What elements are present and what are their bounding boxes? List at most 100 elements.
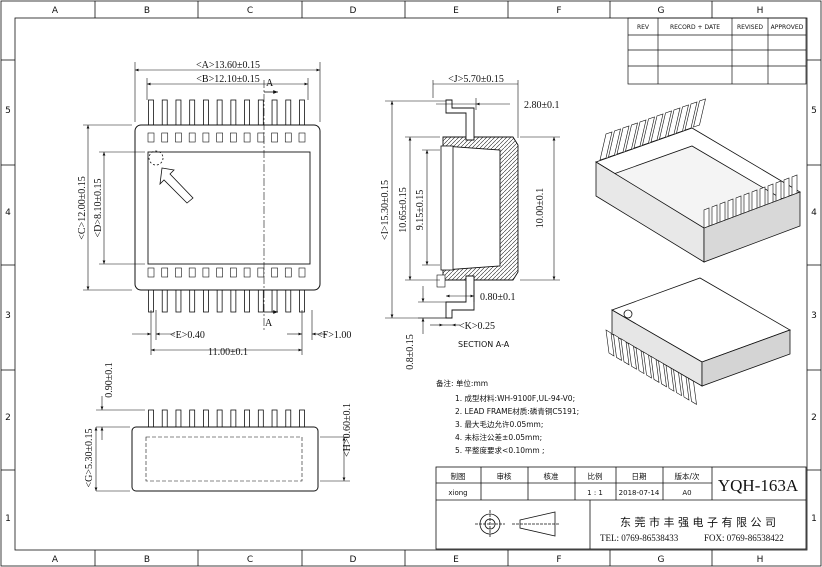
col-label-bottom: A (52, 555, 59, 565)
pad (298, 132, 306, 143)
dim-280: 2.80±0.1 (524, 100, 560, 111)
pin (161, 99, 168, 126)
pad (271, 132, 278, 143)
top-view-inner (147, 151, 311, 265)
pad (284, 132, 292, 143)
dim-1065: 10.65±0.15 (398, 187, 409, 233)
note-2: 2. LEAD FRAME材质:磷青铜C5191; (455, 406, 579, 416)
section-mark-top: A (266, 78, 274, 89)
company-tel: TEL: 0769-86538433 (600, 533, 679, 543)
col-label-top: F (556, 6, 561, 16)
pin (676, 104, 689, 134)
record-date-header: RECORD + DATE (670, 24, 720, 31)
pin (230, 99, 237, 126)
pin (244, 99, 250, 126)
pin (791, 174, 798, 196)
title-block-header: 版本/次 (674, 471, 700, 481)
revision-table (627, 17, 807, 85)
pin (775, 180, 782, 202)
pin (599, 131, 613, 161)
pin (711, 204, 718, 226)
pin (642, 116, 655, 146)
title-block-value: 1 : 1 (587, 489, 603, 497)
pad (284, 267, 292, 278)
pin (285, 289, 292, 313)
row-label-left: 1 (5, 514, 11, 524)
pad (230, 267, 237, 278)
top-view-pads (147, 132, 306, 278)
dim-c: <C>12.00±0.15 (77, 176, 88, 239)
pin (633, 119, 647, 149)
dim-080: 0.80±0.1 (480, 292, 516, 303)
pin (175, 289, 182, 313)
iso-top-pins (599, 98, 798, 229)
title-block-header: 制图 (451, 471, 466, 481)
pin (608, 128, 621, 158)
pad (271, 267, 278, 278)
top-view-dimensions (83, 62, 326, 355)
section-housing (442, 136, 519, 281)
title-block (435, 466, 807, 550)
col-label-bottom: D (350, 555, 357, 565)
approved-header: APPROVED (771, 24, 804, 31)
pad (216, 267, 223, 278)
col-label-bottom: C (247, 555, 253, 565)
pad (161, 267, 169, 278)
pin (625, 122, 638, 152)
dim-g: <G>5.30±0.15 (84, 429, 95, 488)
section-lead-top (445, 99, 475, 141)
pin (616, 125, 630, 155)
note-1: 1. 成型材料:WH-9100F,UL-94-V0; (455, 393, 575, 403)
note-5: 5. 平整度要求<0.10mm ; (455, 445, 545, 455)
pin (635, 347, 645, 375)
dim-e: <E>0.40 (170, 330, 205, 341)
col-label-top: D (350, 6, 357, 16)
pin (161, 289, 168, 313)
pin (767, 183, 774, 205)
col-label-bottom: E (453, 555, 459, 565)
top-view: A A (134, 78, 321, 330)
pad (202, 132, 210, 143)
pin (257, 409, 264, 428)
pin (216, 99, 223, 126)
pin (175, 409, 182, 428)
pin (751, 189, 758, 211)
title-block-value: A0 (682, 489, 691, 497)
title-block-header: 审核 (497, 471, 512, 481)
pin (703, 207, 710, 229)
pad (175, 267, 182, 278)
side-view-dimensions (94, 396, 350, 492)
side-view (131, 409, 319, 492)
pin (148, 99, 154, 126)
row-label-right: 5 (811, 106, 817, 116)
pin (719, 201, 726, 223)
pin (650, 355, 660, 383)
pad (257, 267, 265, 278)
col-label-top: E (453, 6, 459, 16)
col-label-top: G (658, 6, 665, 16)
pad (147, 132, 155, 143)
pin (613, 333, 622, 361)
dim-08: 0.8±0.15 (405, 334, 416, 370)
title-block-header: 核准 (544, 471, 559, 481)
dim-090: 0.90±0.1 (104, 362, 115, 398)
pin (783, 177, 790, 199)
pin (684, 101, 698, 131)
dim-h: <H>0.60±0.1 (342, 403, 353, 457)
pin (203, 409, 209, 428)
section-lead-bottom (445, 275, 475, 319)
pad (257, 132, 265, 143)
pin (299, 409, 305, 428)
dim-j: <J>5.70±0.15 (448, 74, 504, 85)
pin (189, 289, 196, 313)
col-label-bottom: G (658, 555, 665, 565)
pin (148, 289, 154, 313)
pad (243, 132, 251, 143)
pin (271, 409, 278, 428)
